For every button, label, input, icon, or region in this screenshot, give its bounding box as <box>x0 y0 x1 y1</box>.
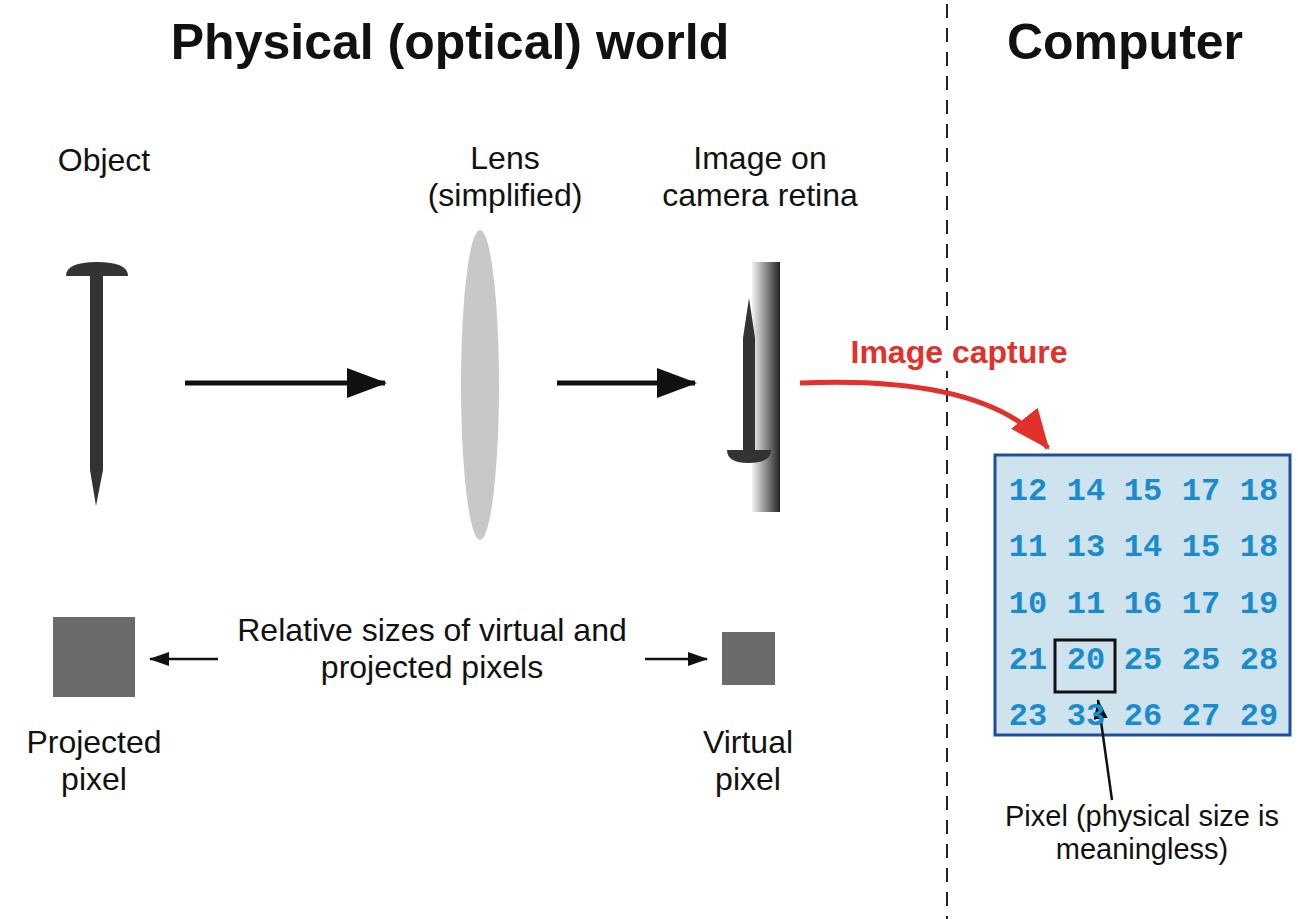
divider-line <box>946 4 948 919</box>
table-cell: 11 <box>1058 589 1114 621</box>
virtual-pixel-square <box>722 632 775 685</box>
pixel-grid <box>995 455 1290 735</box>
table-cell: 14 <box>1115 532 1171 564</box>
table-cell: 26 <box>1115 701 1171 733</box>
table-cell: 29 <box>1231 701 1287 733</box>
table-cell: 19 <box>1231 589 1287 621</box>
part-label: Object <box>4 142 204 179</box>
pixel-highlight <box>1055 640 1115 692</box>
table-cell: 33 <box>1058 701 1114 733</box>
table-cell: 11 <box>1000 532 1056 564</box>
part-label: Projected pixel <box>4 724 184 798</box>
section-heading: Computer <box>960 14 1290 72</box>
table-cell: 13 <box>1058 532 1114 564</box>
table-cell: 10 <box>1000 589 1056 621</box>
part-label: Lens (simplified) <box>400 140 610 214</box>
table-cell: 15 <box>1115 476 1171 508</box>
table-cell: 21 <box>1000 645 1056 677</box>
part-label: Virtual pixel <box>678 724 818 798</box>
capture-arrow <box>800 382 1048 448</box>
nail-object <box>66 262 128 506</box>
part-label: Image on camera retina <box>640 140 880 214</box>
camera-retina <box>752 262 780 512</box>
inverted-nail-image <box>727 298 771 463</box>
pointer-line <box>645 658 707 661</box>
projected-pixel-square <box>53 617 135 697</box>
note-label: Relative sizes of virtual and projected … <box>212 612 652 686</box>
table-cell: 25 <box>1173 645 1229 677</box>
table-cell: 25 <box>1115 645 1171 677</box>
table-cell: 27 <box>1173 701 1229 733</box>
section-heading: Physical (optical) world <box>90 14 810 72</box>
table-cell: 17 <box>1173 589 1229 621</box>
light-arrow <box>185 381 385 386</box>
table-cell: 28 <box>1231 645 1287 677</box>
table-cell: 18 <box>1231 476 1287 508</box>
table-cell: 18 <box>1231 532 1287 564</box>
table-cell: 12 <box>1000 476 1056 508</box>
table-cell: 14 <box>1058 476 1114 508</box>
light-arrow <box>557 381 695 386</box>
note-label: Pixel (physical size is meaningless) <box>997 800 1287 867</box>
process-label: Image capture <box>800 334 1118 371</box>
lens-shape <box>461 230 499 540</box>
table-cell: 17 <box>1173 476 1229 508</box>
table-cell: 16 <box>1115 589 1171 621</box>
table-cell: 20 <box>1058 645 1114 677</box>
table-cell: 15 <box>1173 532 1229 564</box>
pointer-line <box>150 658 218 661</box>
table-cell: 23 <box>1000 701 1056 733</box>
